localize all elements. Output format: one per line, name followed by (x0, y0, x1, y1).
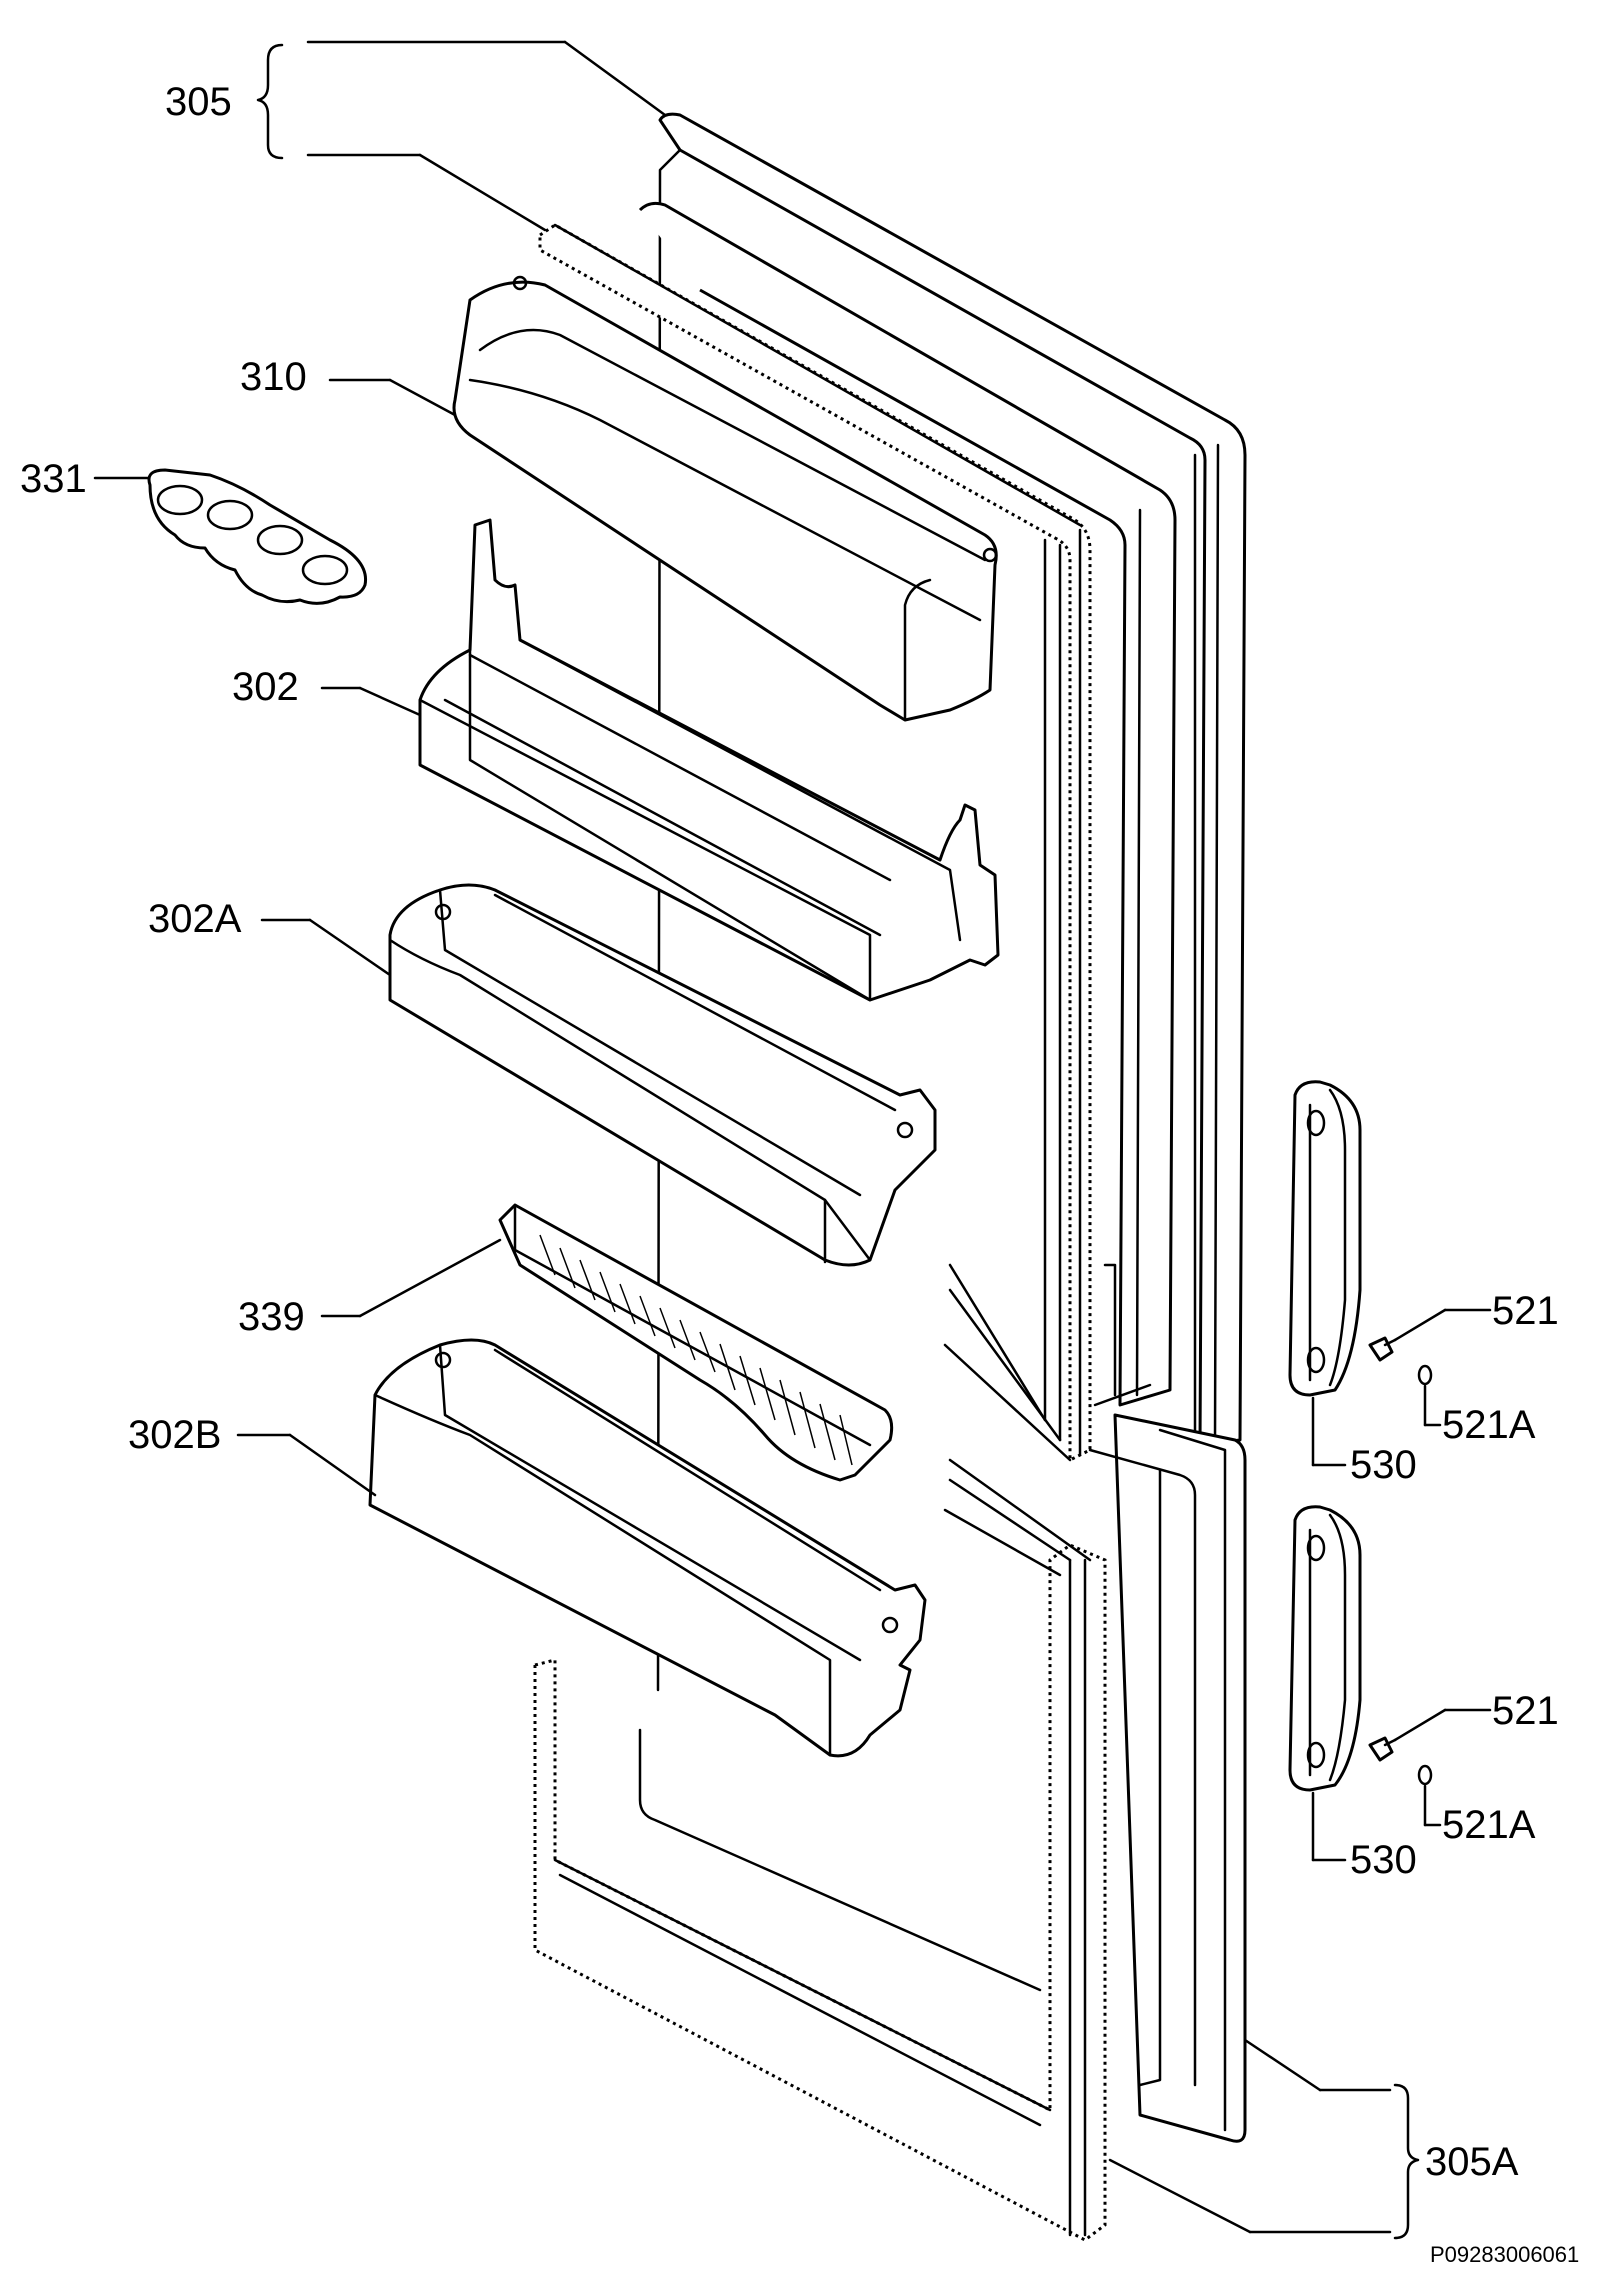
drawing-code: P09283006061 (1430, 2242, 1579, 2267)
label-521-upper: 521 (1492, 1289, 1559, 1333)
label-530-lower: 530 (1350, 1838, 1417, 1882)
label-305: 305 (165, 80, 232, 124)
label-331: 331 (20, 457, 87, 501)
label-521-lower: 521 (1492, 1689, 1559, 1733)
label-302a: 302A (148, 897, 242, 941)
bottle-guard-339 (498, 1203, 894, 1482)
label-305a: 305A (1425, 2140, 1519, 2184)
door-shelf-302a (388, 883, 937, 1267)
handle-530-upper (1288, 1080, 1362, 1397)
screw-521-upper (1368, 1336, 1397, 1362)
screw-521-lower (1368, 1736, 1397, 1762)
washer-521a-upper (1417, 1364, 1433, 1386)
lower-door (533, 1413, 1247, 2242)
door-shelf-302 (418, 518, 1000, 1002)
handle-530-lower (1288, 1505, 1362, 1792)
label-521a-upper: 521A (1442, 1403, 1536, 1447)
washer-521a-lower (1417, 1764, 1433, 1786)
label-521a-lower: 521A (1442, 1803, 1536, 1847)
label-310: 310 (240, 355, 307, 399)
upper-door (538, 112, 1247, 1692)
egg-tray-331 (147, 468, 368, 605)
label-302b: 302B (128, 1413, 221, 1457)
label-339: 339 (238, 1295, 305, 1339)
leader-lines (93, 40, 1492, 2240)
label-530-upper: 530 (1350, 1443, 1417, 1487)
door-shelf-302b (368, 1338, 927, 1758)
shelf-cover-310 (452, 275, 998, 722)
label-302: 302 (232, 665, 299, 709)
